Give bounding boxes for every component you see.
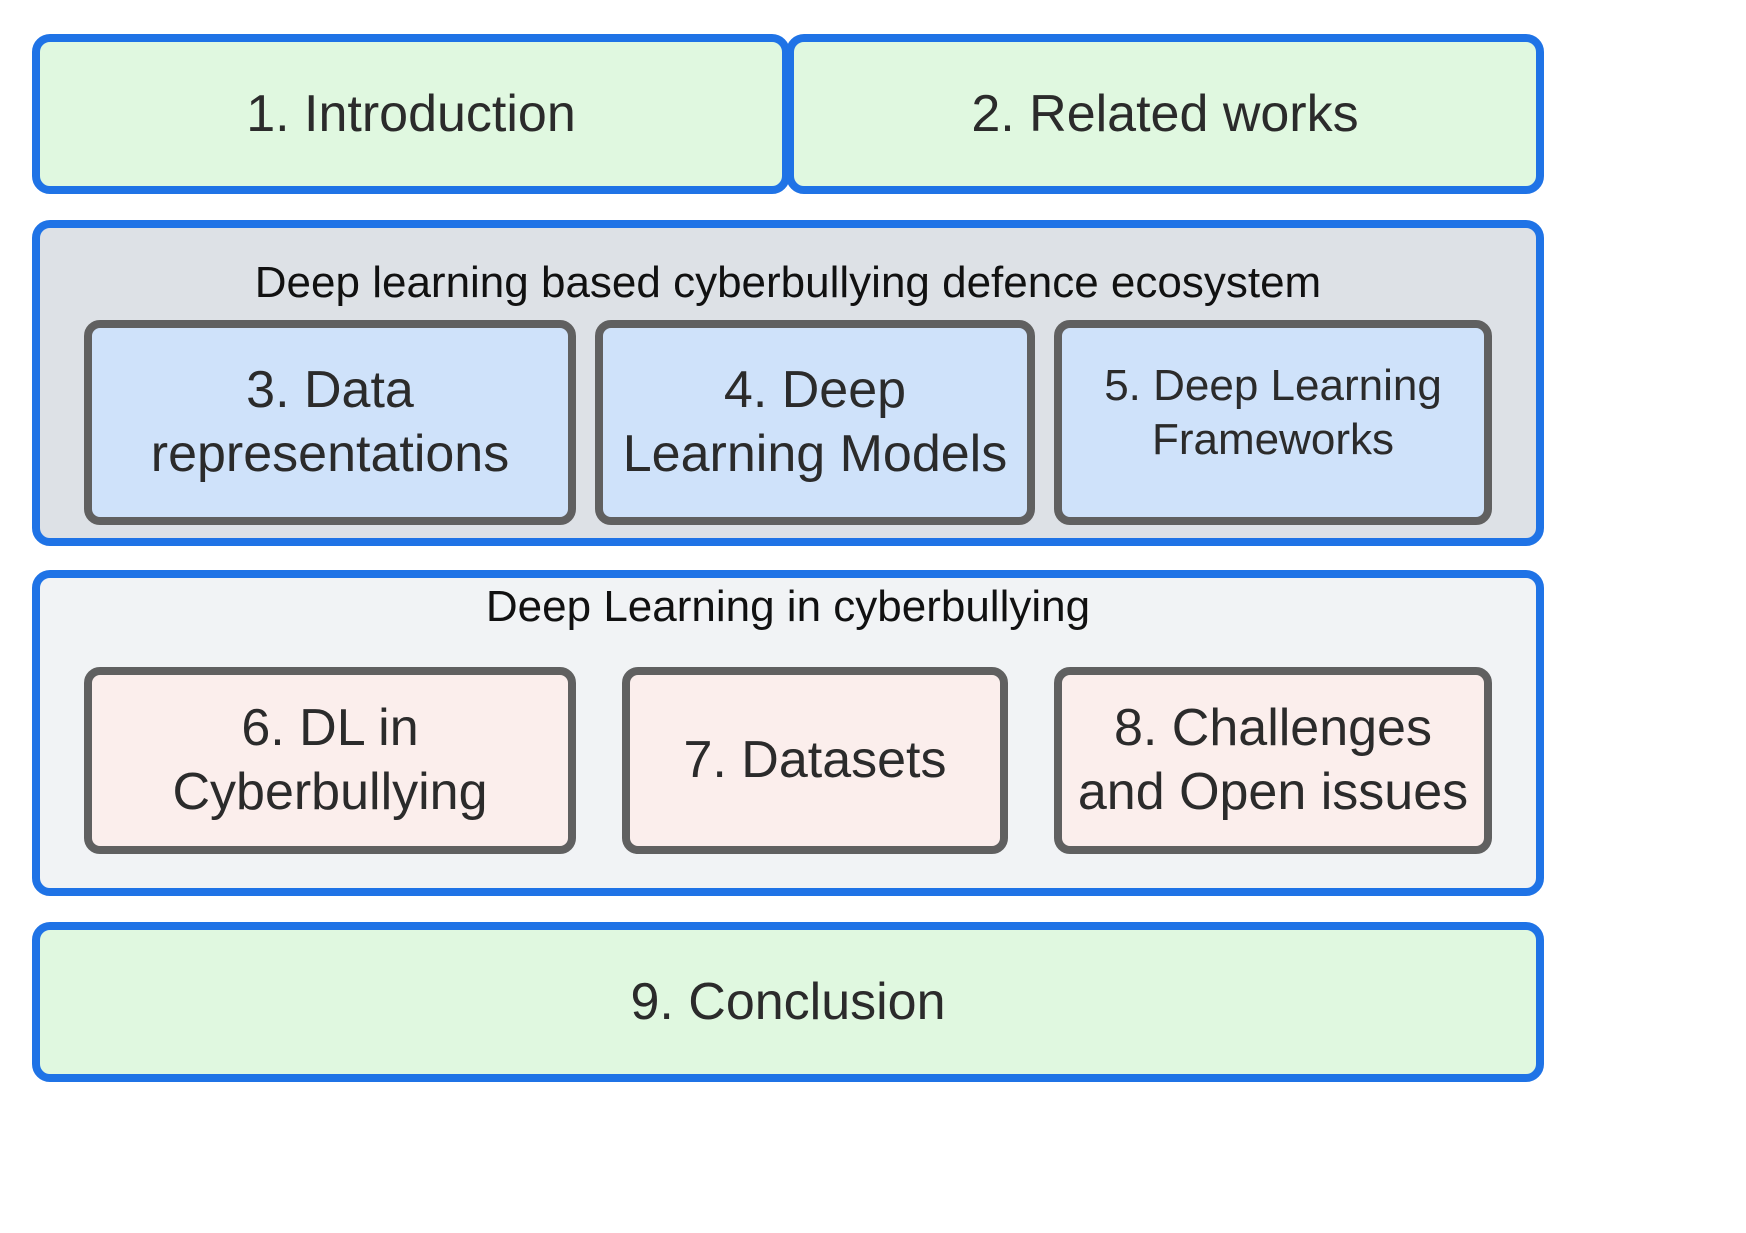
section-data-representations-line2: representations	[150, 424, 510, 483]
section-related-works-label: 2. Related works	[971, 85, 1359, 143]
section-deep-learning-frameworks-line2: Frameworks	[1151, 414, 1395, 464]
section-deep-learning-frameworks-line1: 5. Deep Learning	[1104, 360, 1442, 410]
group-ecosystem-title: Deep learning based cyberbullying defenc…	[254, 258, 1322, 307]
section-dl-in-cyberbullying: 6. DL in Cyberbullying	[84, 667, 576, 854]
section-dl-in-cyberbullying-line2: Cyberbullying	[172, 762, 488, 821]
section-deep-learning-models: 4. Deep Learning Models	[595, 320, 1035, 525]
section-dl-in-cyberbullying-line1: 6. DL in	[241, 699, 419, 758]
section-deep-learning-models-line1: 4. Deep	[723, 361, 907, 420]
section-deep-learning-models-line2: Learning Models	[622, 424, 1008, 483]
section-conclusion-label: 9. Conclusion	[630, 973, 946, 1031]
section-introduction: 1. Introduction	[32, 34, 790, 194]
section-conclusion: 9. Conclusion	[32, 922, 1544, 1082]
section-challenges-open-issues: 8. Challenges and Open issues	[1054, 667, 1492, 854]
section-introduction-label: 1. Introduction	[246, 85, 576, 143]
section-challenges-open-issues-line1: 8. Challenges	[1113, 699, 1432, 758]
group-dl-cyberbullying-title: Deep Learning in cyberbullying	[485, 582, 1091, 631]
section-datasets: 7. Datasets	[622, 667, 1008, 854]
section-deep-learning-frameworks: 5. Deep Learning Frameworks	[1054, 320, 1492, 525]
section-datasets-line1: 7. Datasets	[683, 730, 947, 789]
section-related-works: 2. Related works	[786, 34, 1544, 194]
section-data-representations: 3. Data representations	[84, 320, 576, 525]
section-data-representations-line1: 3. Data	[246, 361, 414, 420]
section-challenges-open-issues-line2: and Open issues	[1077, 762, 1469, 821]
